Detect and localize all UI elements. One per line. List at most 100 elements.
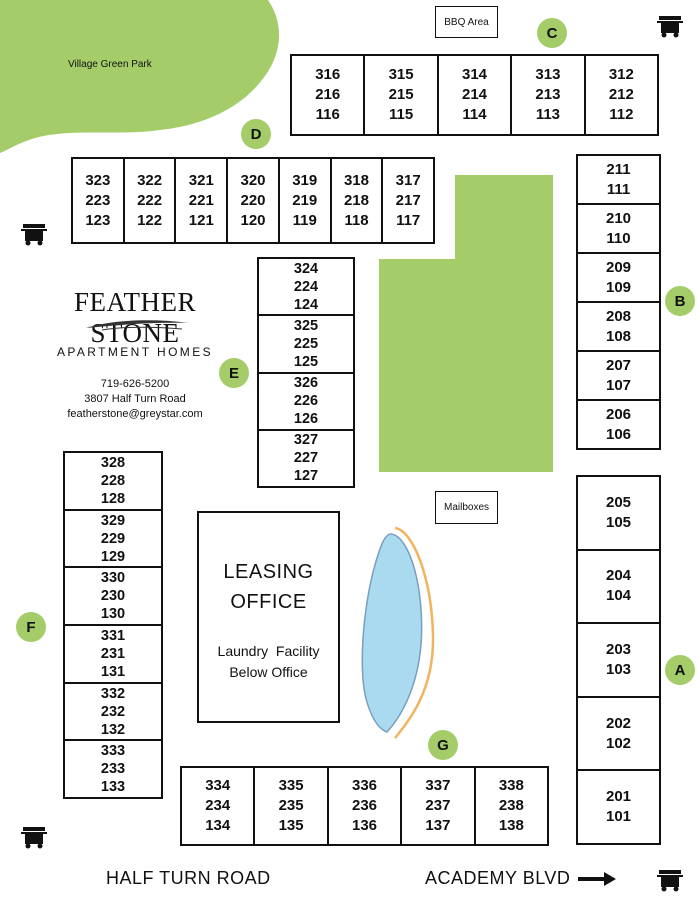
unit-number: 205 [605, 493, 632, 511]
contact-email: featherstone@greystar.com [67, 408, 203, 420]
unit-cell: 312 212 112 [586, 56, 657, 134]
bbq-area: BBQ Area [435, 6, 498, 38]
unit-number: 204 [605, 567, 632, 585]
unit-number: 108 [605, 327, 632, 345]
unit-number: 224 [293, 278, 319, 295]
unit-number: 138 [498, 817, 524, 834]
unit-number: 114 [462, 106, 487, 123]
unit-number: 338 [498, 777, 524, 794]
unit-number: 229 [100, 530, 126, 547]
unit-number: 216 [315, 86, 341, 103]
unit-number: 125 [293, 353, 319, 370]
unit-number: 207 [605, 356, 632, 374]
unit-number: 328 [100, 454, 126, 471]
unit-number: 124 [293, 296, 319, 313]
unit-number: 235 [278, 797, 304, 814]
marker-g: G [428, 730, 458, 760]
unit-number: 103 [605, 660, 632, 678]
unit-number: 136 [352, 817, 378, 834]
unit-number: 134 [205, 817, 231, 834]
unit-number: 217 [395, 191, 421, 209]
road-academy: ACADEMY BLVD [425, 868, 571, 888]
park-label: Village Green Park [68, 59, 152, 70]
leasing-title-line1: LEASING [223, 561, 314, 583]
unit-number: 112 [609, 106, 634, 123]
village-green-park [0, 0, 280, 153]
unit-number: 337 [425, 777, 451, 794]
unit-cell: 315 215 115 [365, 56, 439, 134]
unit-number: 113 [535, 106, 561, 123]
unit-number: 109 [605, 278, 632, 296]
unit-number: 119 [292, 211, 317, 229]
unit-number: 126 [293, 411, 319, 428]
unit-number: 115 [389, 106, 414, 123]
mailboxes: Mailboxes [435, 491, 498, 524]
unit-number: 320 [240, 171, 266, 189]
unit-number: 326 [293, 375, 319, 392]
unit-number: 234 [205, 797, 231, 814]
dumpster-icon [657, 870, 683, 892]
unit-number: 329 [100, 512, 126, 529]
unit-number: 213 [535, 86, 561, 103]
contact-phone: 719-626-5200 [100, 378, 170, 390]
unit-number: 110 [606, 229, 631, 247]
unit-number: 132 [100, 721, 126, 738]
unit-number: 226 [293, 393, 319, 410]
unit-number: 228 [100, 472, 126, 489]
unit-number: 315 [388, 66, 414, 83]
unit-number: 321 [188, 171, 214, 189]
contact-address: 3807 Half Turn Road [84, 393, 186, 405]
unit-number: 313 [535, 66, 561, 83]
unit-number: 324 [293, 260, 319, 277]
dumpster-icon [21, 827, 47, 849]
dumpster-icon [21, 224, 47, 246]
unit-number: 128 [100, 490, 126, 507]
unit-number: 221 [188, 191, 214, 209]
unit-number: 332 [100, 685, 126, 702]
unit-number: 101 [605, 808, 632, 826]
unit-number: 127 [293, 468, 319, 485]
unit-number: 210 [605, 209, 632, 227]
unit-number: 336 [352, 777, 378, 794]
unit-number: 212 [608, 86, 634, 103]
pond [361, 526, 435, 739]
dumpster-icon [657, 16, 683, 38]
unit-number: 319 [292, 171, 318, 189]
unit-cell: 313 213 113 [512, 56, 586, 134]
unit-number: 215 [388, 86, 414, 103]
unit-number: 106 [605, 425, 632, 443]
feather-icon [86, 320, 188, 331]
unit-number: 208 [605, 307, 632, 325]
unit-number: 220 [240, 191, 266, 209]
unit-number: 131 [100, 663, 126, 680]
unit-number: 129 [100, 548, 126, 565]
unit-number: 312 [608, 66, 634, 83]
arrow-right-icon [578, 872, 616, 886]
unit-number: 202 [605, 714, 632, 732]
unit-number: 232 [100, 703, 126, 720]
unit-number: 130 [100, 606, 126, 623]
unit-number: 237 [425, 797, 451, 814]
